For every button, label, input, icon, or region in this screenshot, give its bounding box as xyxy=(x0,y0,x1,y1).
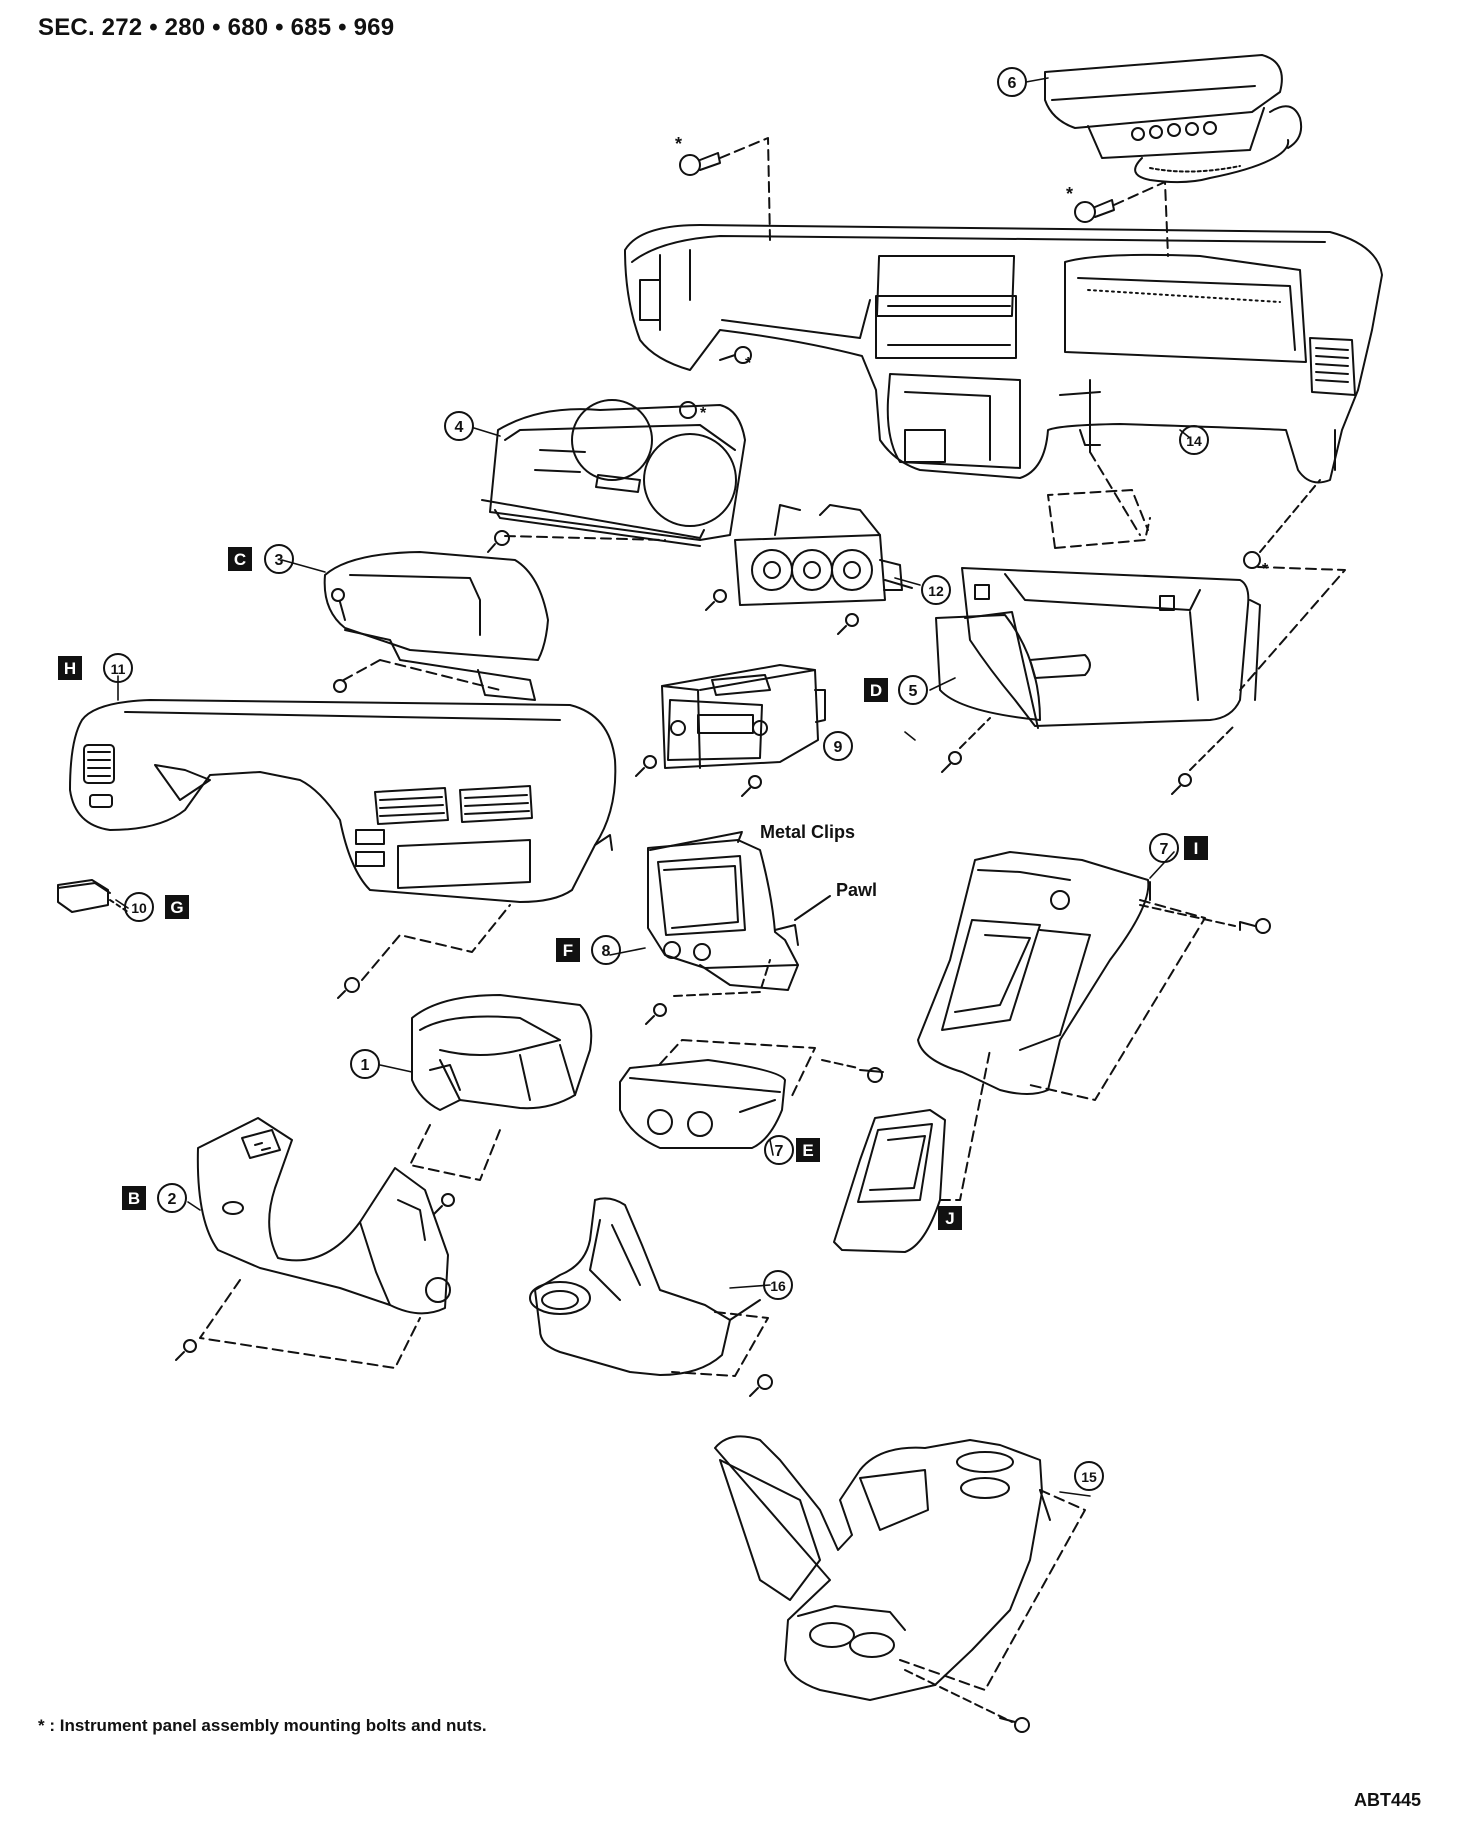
part-3-cluster-lid-c xyxy=(323,551,549,701)
mounting-bolt-upper-right: * xyxy=(1066,181,1169,257)
part-10-switch-g xyxy=(57,879,129,913)
console-mounting xyxy=(899,1489,1086,1733)
lower-cover-mounting xyxy=(175,1279,421,1369)
callout-8: 8 xyxy=(602,943,611,960)
tag-i: I xyxy=(1194,839,1199,858)
svg-text:*: * xyxy=(745,355,752,372)
tag-j: J xyxy=(945,1209,954,1228)
glove-box-mounting: * xyxy=(941,451,1346,795)
svg-text:*: * xyxy=(700,405,707,422)
callout-7-console: 7 xyxy=(1160,841,1169,858)
callout-2: 2 xyxy=(168,1191,177,1208)
steering-cover-mounting xyxy=(409,1124,501,1215)
part-15-center-console xyxy=(714,1435,1051,1701)
mounting-bolt-upper-left: * xyxy=(675,134,771,241)
part-7-console-finisher-i xyxy=(917,851,1151,1095)
screws-cluster-lid xyxy=(331,588,501,693)
part-7-center-finisher-e xyxy=(619,1059,786,1149)
star-mark: * xyxy=(675,134,682,154)
part-8-cluster-lid-f xyxy=(647,831,831,997)
callout-5: 5 xyxy=(909,683,918,700)
callout-11: 11 xyxy=(111,661,126,677)
part-j-shift-indicator xyxy=(833,1049,991,1253)
callout-10: 10 xyxy=(131,900,147,916)
part-1-steering-column-cover xyxy=(411,994,593,1111)
callout-12: 12 xyxy=(928,583,944,599)
callout-14: 14 xyxy=(1186,433,1202,449)
callout-numbers: 6 4 14 3 12 11 5 9 7 10 8 1 7 2 16 15 xyxy=(111,75,1202,1485)
screws-heater xyxy=(705,589,859,635)
part-4-combination-meter xyxy=(481,399,746,547)
callout-4: 4 xyxy=(455,419,464,436)
part-6-airbag-module xyxy=(1044,54,1303,184)
tag-f: F xyxy=(563,941,573,960)
callout-16: 16 xyxy=(770,1278,786,1294)
part-2-lower-cover-b xyxy=(196,1117,451,1315)
callout-9: 9 xyxy=(834,739,843,756)
letter-tags xyxy=(58,547,1208,1230)
svg-text:*: * xyxy=(1262,561,1269,578)
callout-1: 1 xyxy=(361,1057,370,1074)
part-12-heater-control xyxy=(734,504,913,606)
callout-leaders xyxy=(115,77,1191,1497)
screws-audio xyxy=(635,755,762,797)
tag-b: B xyxy=(128,1189,140,1208)
callout-7-center: 7 xyxy=(775,1143,784,1160)
part-14-instrument-panel xyxy=(624,224,1383,484)
tag-e: E xyxy=(802,1141,813,1160)
callout-circles xyxy=(103,67,1209,1491)
part-11-instrument-finisher xyxy=(69,699,617,903)
part-9-audio-unit xyxy=(661,664,826,769)
section-header: SEC. 272 • 280 • 680 • 685 • 969 xyxy=(38,14,395,41)
part-16-shift-boot xyxy=(529,1197,761,1376)
tag-d: D xyxy=(870,681,882,700)
screw-meter xyxy=(487,530,510,553)
center-finisher-mounting xyxy=(659,1039,884,1101)
part-5-glove-box-d xyxy=(935,567,1261,729)
screw-finisher xyxy=(337,904,511,999)
screw-cluster-lid-f xyxy=(645,1003,667,1025)
figure-code: ABT445 xyxy=(1354,1790,1422,1810)
callout-6: 6 xyxy=(1008,75,1017,92)
tag-g: G xyxy=(170,898,183,917)
letter-tag-text: C H D I G F E B J xyxy=(64,550,1199,1228)
console-finisher-mounting xyxy=(1029,899,1271,1101)
tag-h: H xyxy=(64,659,76,678)
footnote: * : Instrument panel assembly mounting b… xyxy=(38,1716,487,1735)
pawl-label: Pawl xyxy=(836,880,878,900)
star-mark: * xyxy=(1066,184,1073,204)
callout-15: 15 xyxy=(1081,1469,1097,1485)
tag-c: C xyxy=(234,550,246,569)
shift-boot-mounting xyxy=(671,1311,773,1397)
metal-clips-label: Metal Clips xyxy=(760,822,856,842)
callout-3: 3 xyxy=(275,552,284,569)
star-nuts-panel: * * xyxy=(679,346,752,422)
